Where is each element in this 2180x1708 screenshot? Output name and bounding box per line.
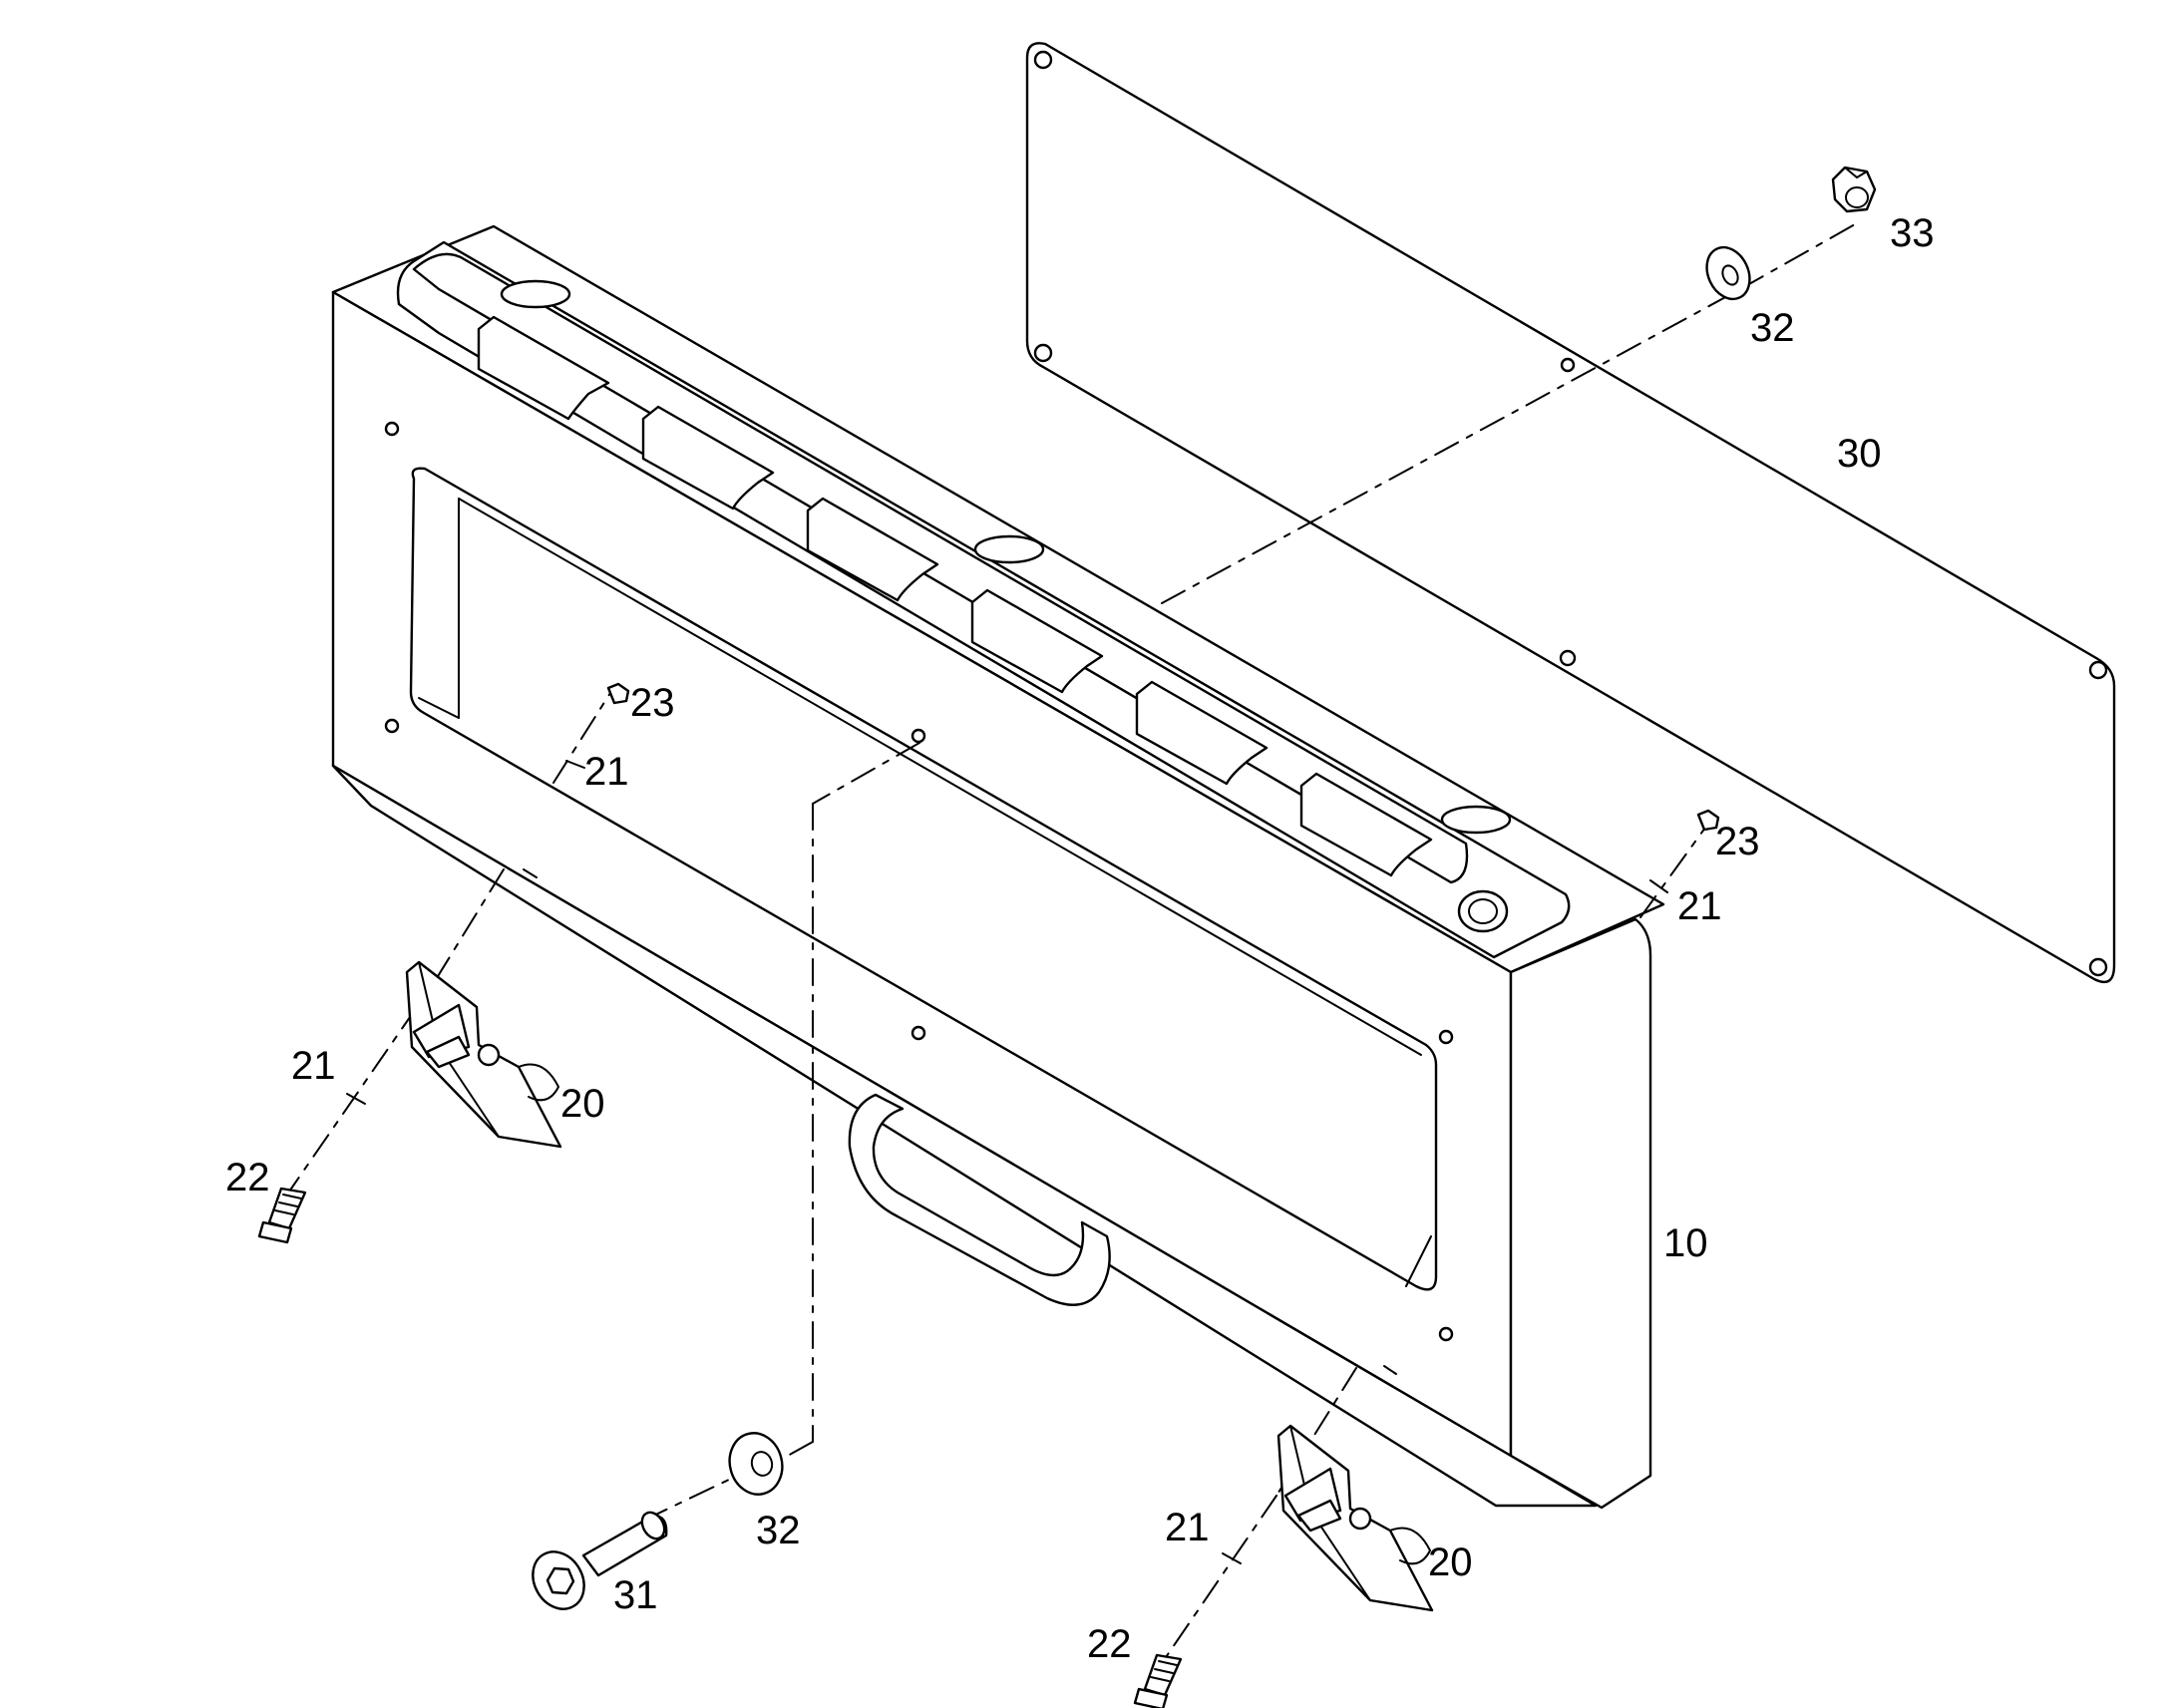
callout-21-a: 21 <box>584 750 629 794</box>
callout-20-right: 20 <box>1428 1540 1473 1584</box>
cap-screw <box>532 1511 668 1610</box>
callout-30: 30 <box>1837 432 1882 476</box>
callout-22-left: 22 <box>225 1156 270 1199</box>
back-plate <box>1025 42 2116 984</box>
callout-31: 31 <box>613 1573 658 1617</box>
callout-32-top: 32 <box>1750 306 1795 350</box>
hinge-bar <box>396 240 1571 959</box>
latch-right <box>1276 1424 1434 1612</box>
callout-33: 33 <box>1890 211 1935 255</box>
callout-20-left: 20 <box>560 1082 605 1126</box>
washer-top <box>1705 245 1751 301</box>
pin-right <box>1696 809 1720 832</box>
callout-21-d: 21 <box>1165 1506 1210 1549</box>
washer-bottom <box>728 1432 784 1496</box>
hex-nut <box>1831 166 1877 213</box>
callout-10: 10 <box>1663 1221 1708 1265</box>
pin-left <box>606 682 630 705</box>
callouts: 33 32 30 23 21 23 21 21 20 22 10 32 21 2… <box>225 211 1935 1666</box>
callout-23-right: 23 <box>1715 820 1760 863</box>
clip-markers <box>346 760 1668 1564</box>
callout-22-right: 22 <box>1087 1622 1132 1666</box>
callout-21-c: 21 <box>291 1044 336 1088</box>
callout-23-left: 23 <box>630 681 675 725</box>
callout-32-bottom: 32 <box>756 1509 801 1552</box>
bolt-left <box>257 1187 307 1244</box>
bolt-right <box>1133 1653 1183 1708</box>
callout-21-b: 21 <box>1677 884 1722 928</box>
latch-left <box>405 960 562 1149</box>
